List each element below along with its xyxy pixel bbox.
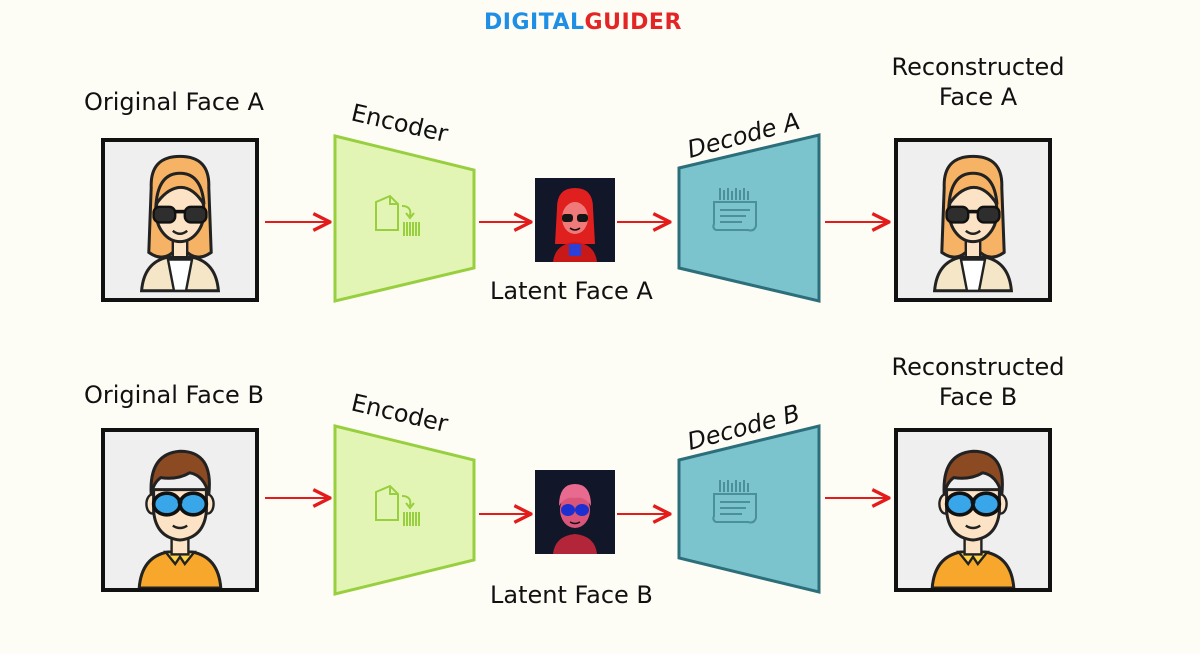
female-avatar-reconstructed-icon bbox=[932, 154, 1014, 293]
logo-part-digital: DIGITAL bbox=[484, 10, 585, 35]
original-face-a-frame bbox=[101, 138, 259, 302]
encoder-b-trapezoid bbox=[333, 424, 476, 596]
decoder-b-trapezoid bbox=[677, 424, 821, 594]
original-face-a-label: Original Face A bbox=[84, 88, 264, 116]
brand-logo: DIGITALGUIDER bbox=[484, 10, 682, 35]
logo-part-guider: GUIDER bbox=[584, 10, 682, 35]
reconstructed-a-label-line1: Reconstructed bbox=[891, 53, 1065, 81]
male-avatar-icon bbox=[137, 449, 223, 588]
reconstructed-a-label-line2: Face A bbox=[938, 83, 1018, 111]
original-face-b-label: Original Face B bbox=[84, 381, 264, 409]
encoder-a-label: Encoder bbox=[349, 99, 451, 148]
decoder-a-trapezoid bbox=[677, 133, 821, 303]
female-avatar-icon bbox=[139, 154, 221, 293]
latent-face-a-label: Latent Face A bbox=[490, 277, 653, 305]
latent-face-b-label: Latent Face B bbox=[490, 581, 653, 609]
reconstructed-face-a-frame bbox=[894, 138, 1052, 302]
latent-male-avatar-icon bbox=[553, 484, 597, 554]
encoder-b-label: Encoder bbox=[349, 389, 451, 438]
encoder-a-trapezoid bbox=[333, 134, 476, 303]
latent-female-avatar-icon bbox=[553, 188, 597, 262]
reconstructed-b-label-line2: Face B bbox=[938, 383, 1018, 411]
latent-face-b-image bbox=[535, 470, 615, 554]
original-face-b-frame bbox=[101, 428, 259, 592]
reconstructed-b-label-line1: Reconstructed bbox=[891, 353, 1065, 381]
male-avatar-reconstructed-icon bbox=[930, 449, 1016, 588]
reconstructed-face-b-frame bbox=[894, 428, 1052, 592]
latent-face-a-image bbox=[535, 178, 615, 262]
